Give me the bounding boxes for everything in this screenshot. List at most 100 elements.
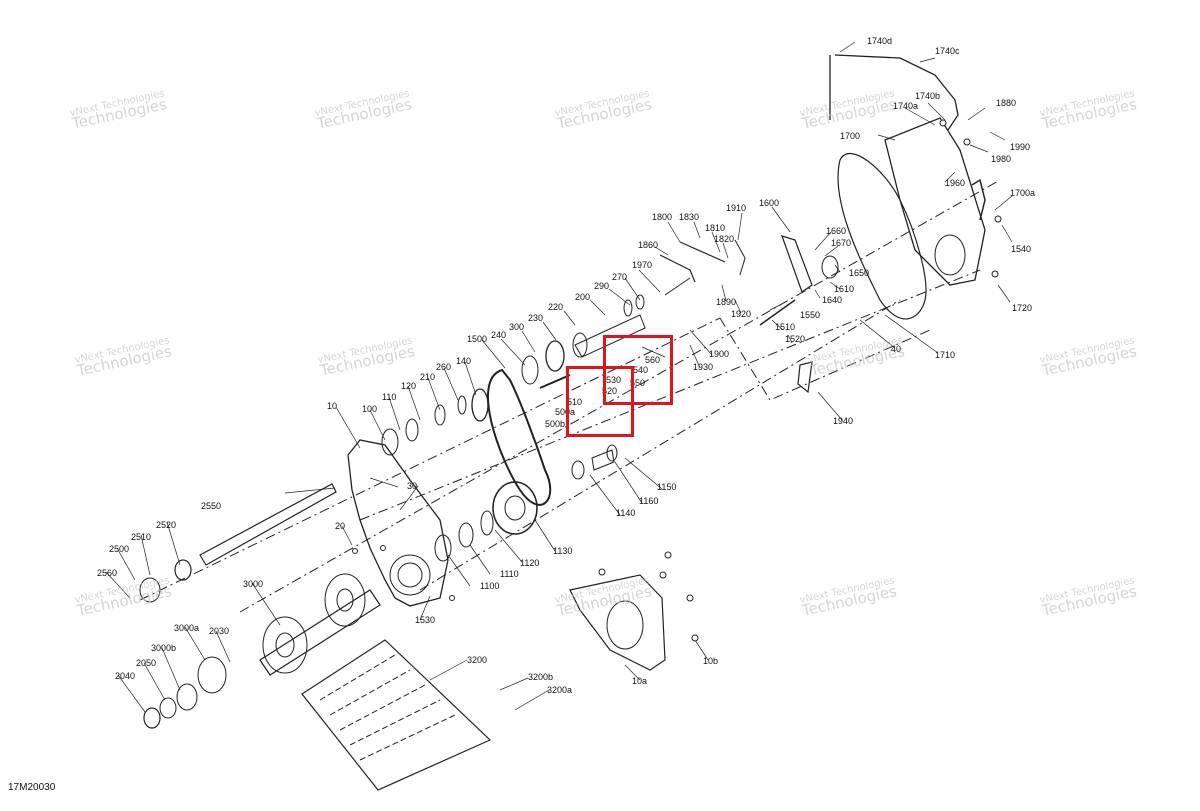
callout-3200[interactable]: 3200 xyxy=(467,655,488,665)
callout-1740a[interactable]: 1740a xyxy=(893,101,919,111)
callout-1880[interactable]: 1880 xyxy=(996,98,1017,108)
callout-520[interactable]: 520 xyxy=(602,386,618,396)
gasket-1710 xyxy=(837,153,927,320)
callout-3000a[interactable]: 3000a xyxy=(174,623,200,633)
shaft-2550 xyxy=(199,483,337,566)
callout-1660[interactable]: 1660 xyxy=(826,226,847,236)
callout-1990[interactable]: 1990 xyxy=(1010,142,1031,152)
hose-1740c xyxy=(829,54,959,131)
ring-1110 xyxy=(458,522,474,548)
callout-120[interactable]: 120 xyxy=(401,381,417,391)
callout-1740b[interactable]: 1740b xyxy=(915,91,941,101)
callout-1900[interactable]: 1900 xyxy=(709,349,730,359)
callout-1610[interactable]: 1610 xyxy=(834,284,855,294)
callout-220[interactable]: 220 xyxy=(548,302,564,312)
diagram-code: 17M20030 xyxy=(8,782,56,793)
callout-10b[interactable]: 10b xyxy=(703,656,719,666)
callout-1890[interactable]: 1890 xyxy=(716,297,737,307)
callout-1130[interactable]: 1130 xyxy=(553,546,573,556)
callout-530[interactable]: 530 xyxy=(606,375,622,385)
leader-lines xyxy=(105,41,1013,713)
callout-2550[interactable]: 2550 xyxy=(201,501,222,511)
callout-2030[interactable]: 2030 xyxy=(209,626,230,636)
callout-290[interactable]: 290 xyxy=(594,281,610,291)
callout-1910[interactable]: 1910 xyxy=(726,203,747,213)
callout-1150[interactable]: 1150 xyxy=(657,482,677,492)
gear-140 xyxy=(471,388,489,422)
housing-bore xyxy=(389,554,431,596)
callout-110[interactable]: 110 xyxy=(382,392,397,402)
callout-510[interactable]: 510 xyxy=(567,397,583,407)
callout-1700[interactable]: 1700 xyxy=(840,131,861,141)
callout-3200a[interactable]: 3200a xyxy=(547,685,573,695)
callout-1550[interactable]: 1550 xyxy=(800,310,821,320)
callout-3200b[interactable]: 3200b xyxy=(528,672,554,682)
callout-1530[interactable]: 1530 xyxy=(415,615,436,625)
callout-2040[interactable]: 2040 xyxy=(115,671,136,681)
bearing xyxy=(139,577,161,603)
callout-1820[interactable]: 1820 xyxy=(714,234,735,244)
callout-1930[interactable]: 1930 xyxy=(693,362,714,372)
callout-1830[interactable]: 1830 xyxy=(679,212,700,222)
callout-300[interactable]: 300 xyxy=(509,322,525,332)
callout-40[interactable]: 40 xyxy=(891,344,902,354)
callout-1920[interactable]: 1920 xyxy=(731,309,752,319)
callout-1740d[interactable]: 1740d xyxy=(867,36,893,46)
callout-10a[interactable]: 10a xyxy=(632,676,648,686)
callout-1720[interactable]: 1720 xyxy=(1012,303,1033,313)
callout-3000b[interactable]: 3000b xyxy=(151,643,177,653)
callout-1980[interactable]: 1980 xyxy=(991,154,1012,164)
callout-10[interactable]: 10 xyxy=(327,401,338,411)
callout-2500[interactable]: 2500 xyxy=(109,544,130,554)
chain-1500 xyxy=(486,368,552,506)
callout-1710[interactable]: 1710 xyxy=(935,350,956,360)
callout-2560[interactable]: 2560 xyxy=(97,568,118,578)
callout-1510[interactable]: 1510 xyxy=(775,322,796,332)
callout-1140[interactable]: 1140 xyxy=(616,508,636,518)
link-1910 xyxy=(734,239,746,276)
callout-270[interactable]: 270 xyxy=(612,272,628,282)
callout-210[interactable]: 210 xyxy=(420,372,436,382)
callout-1800[interactable]: 1800 xyxy=(652,212,673,222)
callout-1860[interactable]: 1860 xyxy=(638,240,659,250)
callout-1960[interactable]: 1960 xyxy=(945,178,966,188)
ring-270 xyxy=(635,294,645,310)
callout-1670[interactable]: 1670 xyxy=(831,238,852,248)
callout-1600[interactable]: 1600 xyxy=(759,198,780,208)
callout-1120[interactable]: 1120 xyxy=(520,558,540,568)
callout-1110[interactable]: 1110 xyxy=(500,569,519,579)
callout-230[interactable]: 230 xyxy=(528,313,544,323)
callout-500b[interactable]: 500b xyxy=(545,419,566,429)
callout-1650[interactable]: 1650 xyxy=(849,268,870,278)
callout-1520[interactable]: 1520 xyxy=(785,334,806,344)
callout-140[interactable]: 140 xyxy=(456,356,472,366)
cover-boss xyxy=(934,234,966,276)
callout-3000[interactable]: 3000 xyxy=(243,579,264,589)
callout-1160[interactable]: 1160 xyxy=(639,496,659,506)
callout-260[interactable]: 260 xyxy=(436,362,452,372)
callout-1640[interactable]: 1640 xyxy=(822,295,843,305)
callout-2520[interactable]: 2520 xyxy=(156,520,177,530)
callout-240[interactable]: 240 xyxy=(491,330,507,340)
callout-20[interactable]: 20 xyxy=(335,521,346,531)
callout-100[interactable]: 100 xyxy=(362,404,378,414)
callout-200[interactable]: 200 xyxy=(575,292,591,302)
callout-1540[interactable]: 1540 xyxy=(1011,244,1032,254)
callout-2050[interactable]: 2050 xyxy=(136,658,157,668)
callout-30[interactable]: 30 xyxy=(407,481,418,491)
callout-540[interactable]: 540 xyxy=(633,365,649,375)
callout-500a[interactable]: 500a xyxy=(555,407,576,417)
callout-1500[interactable]: 1500 xyxy=(467,334,488,344)
callout-1970[interactable]: 1970 xyxy=(632,260,653,270)
callout-2510[interactable]: 2510 xyxy=(131,532,152,542)
callout-1100[interactable]: 1100 xyxy=(480,581,500,591)
callout-550[interactable]: 550 xyxy=(630,378,646,388)
callout-1810[interactable]: 1810 xyxy=(705,223,726,233)
gear-1130-hub xyxy=(504,495,526,521)
bearing-2040 xyxy=(143,707,161,729)
callout-1700a[interactable]: 1700a xyxy=(1010,188,1036,198)
callout-1940[interactable]: 1940 xyxy=(833,416,854,426)
callout-1740c[interactable]: 1740c xyxy=(935,46,960,56)
ring-120 xyxy=(405,418,419,442)
callout-560[interactable]: 560 xyxy=(645,355,661,365)
